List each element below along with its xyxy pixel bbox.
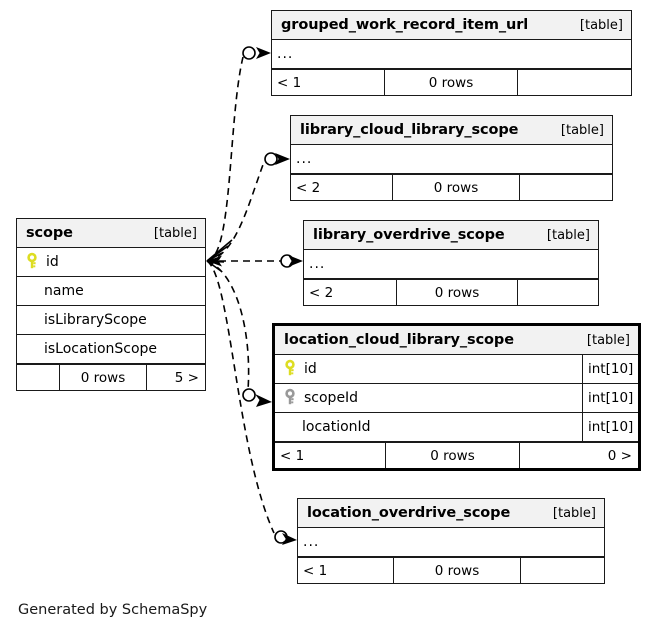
column-label: id (304, 361, 317, 377)
footer-children-count[interactable] (518, 70, 631, 95)
table-kind-label: [table] (153, 225, 197, 241)
table-header: scope [table] (17, 219, 205, 248)
column-type: int[10] (582, 384, 638, 412)
table-footer: 0 rows 5 > (17, 364, 205, 390)
table-header: location_overdrive_scope [table] (298, 499, 604, 528)
table-row[interactable]: id int[10] (275, 355, 638, 384)
column-label: scopeId (304, 390, 359, 406)
edge-scope-to-grouped-work-record-item-url (206, 56, 244, 262)
column-cell: name (17, 277, 205, 305)
table-header: location_cloud_library_scope [table] (275, 326, 638, 355)
footer-row-count: 0 rows (59, 365, 147, 390)
column-cell: locationId (275, 413, 582, 441)
table-row[interactable]: locationId int[10] (275, 413, 638, 442)
column-cell: scopeId (275, 384, 582, 412)
footer-children-count[interactable] (518, 280, 598, 305)
table-title: library_cloud_library_scope (300, 122, 519, 138)
column-cell: isLocationScope (17, 335, 205, 363)
table-node-location-cloud-library-scope[interactable]: location_cloud_library_scope [table] id … (272, 323, 641, 471)
edge-scope-to-library-cloud-library-scope (206, 161, 265, 262)
column-label: name (44, 283, 84, 299)
table-row[interactable]: name (17, 277, 205, 306)
table-header: library_cloud_library_scope [table] (291, 116, 612, 145)
table-kind-label: [table] (560, 122, 604, 138)
footer-parents-count[interactable] (17, 365, 59, 390)
table-row[interactable]: id (17, 248, 205, 277)
footer-row-count: 0 rows (392, 175, 520, 200)
edge-scope-to-location-cloud-library-scope (206, 260, 250, 391)
footer-children-count[interactable] (521, 558, 604, 583)
edge-endpoints-scope (206, 239, 233, 272)
foreign-key-icon (281, 388, 301, 408)
table-footer: < 1 0 rows (272, 69, 631, 95)
footer-parents-count[interactable]: < 1 (277, 74, 302, 91)
edge-endpoint-library-cloud-library-scope (264, 152, 290, 166)
table-kind-label: [table] (586, 332, 630, 348)
footer-children-count[interactable] (520, 175, 612, 200)
footer-children-count[interactable]: 5 > (174, 369, 199, 386)
table-title: scope (26, 225, 73, 241)
table-title: grouped_work_record_item_url (281, 17, 529, 33)
table-kind-label: [table] (579, 17, 623, 33)
column-cell: isLibraryScope (17, 306, 205, 334)
table-node-library-cloud-library-scope[interactable]: library_cloud_library_scope [table] ... … (290, 115, 613, 201)
column-label: isLocationScope (44, 341, 158, 357)
table-node-library-overdrive-scope[interactable]: library_overdrive_scope [table] ... < 2 … (303, 220, 599, 306)
footer-parents-count[interactable]: < 2 (309, 284, 334, 301)
table-footer: < 2 0 rows (291, 174, 612, 200)
table-footer: < 1 0 rows (298, 557, 604, 583)
table-row[interactable]: isLocationScope (17, 335, 205, 364)
table-kind-label: [table] (552, 505, 596, 521)
collapsed-columns-row[interactable]: ... (291, 145, 612, 174)
edge-endpoint-location-cloud-library-scope (242, 388, 272, 407)
edge-endpoint-grouped-work-record-item-url (242, 46, 271, 60)
column-cell: id (17, 248, 205, 276)
table-node-location-overdrive-scope[interactable]: location_overdrive_scope [table] ... < 1… (297, 498, 605, 584)
footer-row-count: 0 rows (396, 280, 518, 305)
table-node-scope[interactable]: scope [table] id name (16, 218, 206, 391)
table-header: library_overdrive_scope [table] (304, 221, 598, 250)
table-title: location_cloud_library_scope (284, 332, 514, 348)
table-footer: < 2 0 rows (304, 279, 598, 305)
table-node-grouped-work-record-item-url[interactable]: grouped_work_record_item_url [table] ...… (271, 10, 632, 96)
footer-parents-count[interactable]: < 1 (280, 447, 305, 464)
footer-row-count: 0 rows (393, 558, 521, 583)
column-cell: id (275, 355, 582, 383)
collapsed-columns-row[interactable]: ... (272, 40, 631, 69)
primary-key-icon (23, 252, 43, 272)
table-kind-label: [table] (546, 227, 590, 243)
footer-parents-count[interactable]: < 1 (303, 562, 328, 579)
column-label: isLibraryScope (44, 312, 147, 328)
collapsed-columns-row[interactable]: ... (304, 250, 598, 279)
generated-by-caption: Generated by SchemaSpy (18, 602, 208, 618)
primary-key-icon (281, 359, 301, 379)
table-header: grouped_work_record_item_url [table] (272, 11, 631, 40)
column-type: int[10] (582, 355, 638, 383)
column-label: id (46, 254, 59, 270)
column-type: int[10] (582, 413, 638, 441)
collapsed-columns-row[interactable]: ... (298, 528, 604, 557)
column-label: locationId (302, 419, 371, 435)
table-footer: < 1 0 rows 0 > (275, 442, 638, 468)
footer-row-count: 0 rows (384, 70, 518, 95)
table-title: library_overdrive_scope (313, 227, 505, 243)
footer-parents-count[interactable]: < 2 (296, 179, 321, 196)
edge-endpoint-library-overdrive-scope (280, 254, 303, 268)
edge-endpoint-location-overdrive-scope (274, 530, 297, 545)
table-title: location_overdrive_scope (307, 505, 511, 521)
table-row[interactable]: isLibraryScope (17, 306, 205, 335)
footer-row-count: 0 rows (385, 443, 520, 468)
footer-children-count[interactable]: 0 > (607, 447, 632, 464)
table-row[interactable]: scopeId int[10] (275, 384, 638, 413)
edge-scope-to-location-overdrive-scope (206, 260, 275, 534)
